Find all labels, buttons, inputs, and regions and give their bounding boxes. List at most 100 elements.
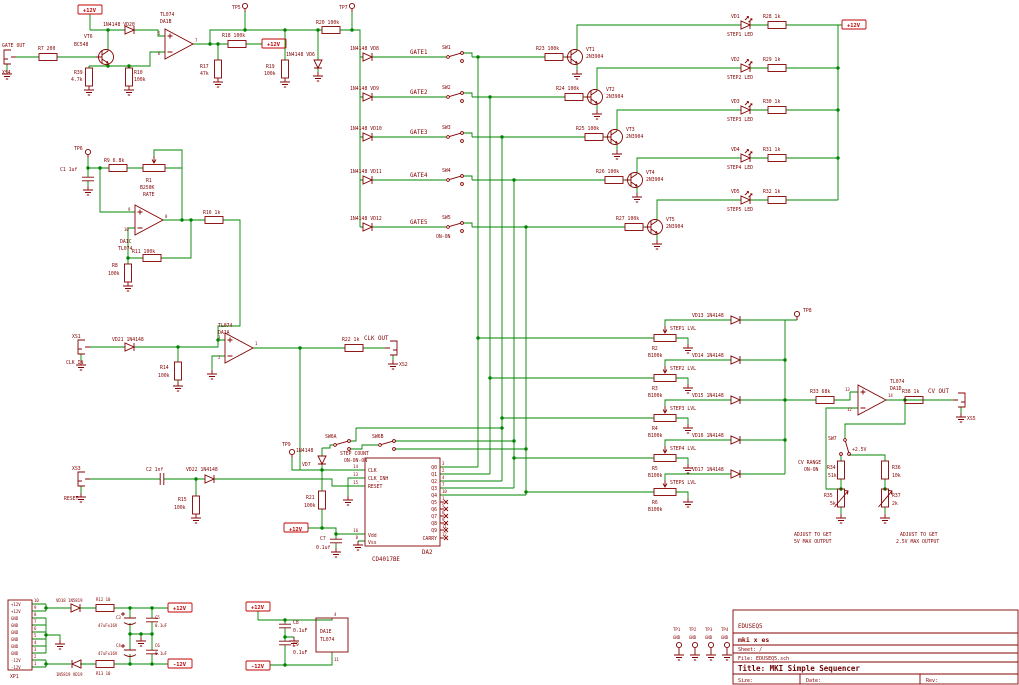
label-vt6-type: BC548: [74, 42, 89, 48]
noconnect-icon: [443, 513, 449, 519]
resistor-r18: [227, 40, 247, 48]
wire-levels: [478, 319, 797, 498]
label-da1b-ic: TL074: [160, 12, 175, 18]
label-vd17: VD17 1N4148: [692, 467, 724, 473]
led-vd5: [740, 191, 753, 205]
titleblock-project: EDUSEQ5: [738, 624, 763, 630]
connector-xp1: [7, 599, 33, 671]
trimmer-r37: [878, 488, 893, 508]
label-vd13: VD13 1N4148: [692, 313, 724, 319]
label-pin: 11: [334, 657, 339, 662]
label-da1a-ref: DA1A: [218, 330, 230, 336]
label-r30: R30 1k: [763, 99, 780, 105]
label-r37-value: 2k: [892, 501, 898, 507]
capacitor-c8: [278, 623, 292, 629]
wire-out: [785, 391, 962, 514]
diode-vd6: [313, 59, 323, 69]
testpoint-tp3: [707, 641, 715, 652]
xp1-row: +12V: [11, 609, 21, 614]
power-flag-12v: +12V: [173, 606, 187, 612]
diode-vd15: [730, 395, 741, 405]
label-r28: R28 1k: [763, 14, 780, 20]
switch-sw3: [446, 131, 464, 143]
label-tp4: TP4: [721, 627, 729, 632]
testpoint-tp2: [691, 641, 699, 652]
label-r34: R34: [827, 465, 836, 471]
label-vt5-type: 2N3904: [666, 224, 683, 230]
label-cd4017be: CD4017BE: [372, 557, 400, 563]
label-r17-value: 47k: [200, 71, 209, 77]
pin-name-q2: Q2: [431, 479, 437, 485]
label-c3-value: 47uFx16V: [98, 623, 118, 628]
wire-powerin: [32, 603, 168, 668]
resistor-r39: [85, 67, 93, 87]
capacitor-c1: [81, 176, 95, 182]
label-xs1: XS1: [72, 334, 81, 340]
label-r29: R29 1k: [763, 57, 780, 63]
label-da1a-ic: TL074: [218, 323, 233, 329]
label-pin: 13: [353, 472, 358, 477]
label-r24: R24 100k: [556, 86, 579, 92]
switch-sw6b: [378, 439, 396, 451]
label-clk-out: CLK OUT: [364, 336, 389, 342]
label-pin: 8: [165, 214, 168, 219]
noconnect-icon: [443, 499, 449, 505]
xp1-pin: 5: [34, 633, 37, 638]
wire-gateout: [6, 12, 361, 227]
label-r2: R2: [652, 346, 658, 352]
label-pin: 13: [845, 387, 850, 392]
switch-sw4: [446, 174, 464, 186]
diode-vd10: [362, 132, 373, 142]
label-c7: C7: [320, 536, 326, 542]
label-r17: R17: [200, 64, 209, 70]
label-vd18: VD18 1N5819: [56, 598, 83, 603]
label-pin: 3: [218, 335, 221, 340]
label-vd6: 1N4148 VD6: [286, 52, 315, 58]
label-vd21: VD21 1N4148: [112, 337, 144, 343]
label-c7-value: 0.1uf: [316, 545, 331, 551]
label-vd7-ref: VD7: [302, 462, 311, 468]
xp1-pin: 1: [34, 661, 37, 666]
label-tp3-gnd: GND: [705, 635, 713, 640]
switch-sw6a: [333, 439, 351, 451]
ground-symbols: [1, 69, 967, 661]
label-r21: R21: [306, 495, 315, 501]
pin-name-q9: Q9: [431, 528, 437, 534]
label-vd10: 1N4148 VD10: [350, 126, 382, 132]
label-vd11: 1N4148 VD11: [350, 169, 382, 175]
ic-da2-unused-pins: [440, 501, 444, 539]
capacitor-c2: [159, 472, 165, 486]
switch-sw1: [446, 51, 464, 63]
diode-vd11: [362, 175, 373, 185]
label-pin: 11: [442, 524, 447, 529]
label-pin: 4: [334, 612, 337, 617]
titleblock-rev: Rev:: [926, 678, 938, 684]
label-step5-lvl: STEPS LVL: [670, 480, 696, 486]
label-c5: C5: [155, 615, 160, 620]
components: [1, 2, 967, 671]
titleblock-title: Title: MKI Simple Sequencer: [738, 664, 860, 673]
label-step1-led: STEP1 LED: [727, 32, 753, 38]
switch-sw5: [446, 221, 464, 233]
label-xp1: XP1: [10, 674, 19, 680]
diode-vd8: [362, 52, 373, 62]
label-adjust-2v5-2: 2.5V MAX OUTPUT: [896, 539, 939, 545]
led-vd3: [740, 101, 753, 115]
net-label-gate1: GATE1: [410, 50, 428, 56]
xp1-row: -12V: [11, 658, 21, 663]
pin-name-q5: Q5: [431, 500, 437, 506]
pin-name-clk: CLK: [368, 468, 377, 474]
resistor-r22: [344, 344, 364, 352]
transistor-vt3: [604, 129, 623, 145]
resistor-r34: [837, 460, 845, 480]
label-vt3: VT3: [626, 127, 635, 133]
label-vd22: VD22 1N4148: [186, 467, 218, 473]
label-vt4: VT4: [646, 170, 655, 176]
label-cv-range: CV RANGE: [798, 460, 821, 466]
xp1-row: -12V: [11, 665, 21, 670]
trimmer-r35: [834, 488, 849, 508]
label-pin: 5: [158, 31, 161, 36]
power-flag-neg12v: -12V: [251, 664, 265, 670]
label-r4-value: B100k: [648, 433, 663, 439]
label-gate-out: GATE OUT: [2, 43, 25, 49]
